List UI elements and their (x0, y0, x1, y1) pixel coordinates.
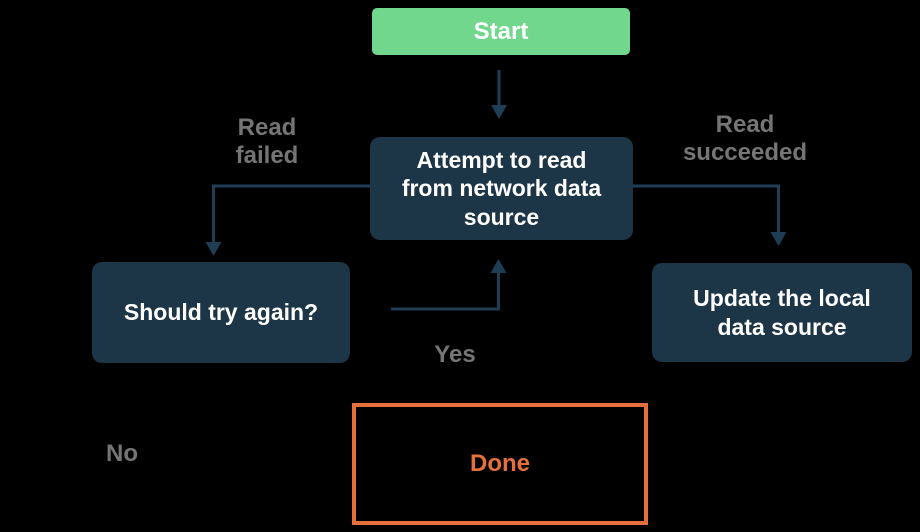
node-should-try-again-label: Should try again? (123, 299, 319, 326)
node-update-local-data-label: Update the local data source (693, 285, 871, 340)
arrowhead-start-to-attempt (491, 105, 507, 119)
arrowhead-attempt-to-update (770, 232, 787, 246)
node-attempt-read: Attempt to read from network data source (370, 137, 633, 240)
edge-should-try-to-attempt (391, 272, 500, 311)
node-done: Done (352, 403, 648, 525)
node-attempt-read-label: Attempt to read from network data source (401, 147, 602, 230)
edge-label-no: No (106, 440, 138, 467)
edge-label-yes: Yes (434, 341, 476, 368)
edge-attempt-to-should-try (212, 184, 370, 243)
arrowhead-should-try-to-attempt (490, 259, 507, 273)
node-should-try-again: Should try again? (92, 262, 350, 363)
edge-attempt-to-update (633, 184, 780, 233)
edge-label-read-succeeded: Read succeeded (682, 111, 808, 166)
node-start-label: Start (473, 17, 529, 45)
edge-label-read-failed: Read failed (235, 114, 299, 169)
node-start: Start (372, 8, 630, 55)
arrowhead-attempt-to-should-try (205, 242, 222, 256)
node-done-label: Done (470, 450, 530, 478)
node-update-local-data: Update the local data source (652, 263, 912, 362)
